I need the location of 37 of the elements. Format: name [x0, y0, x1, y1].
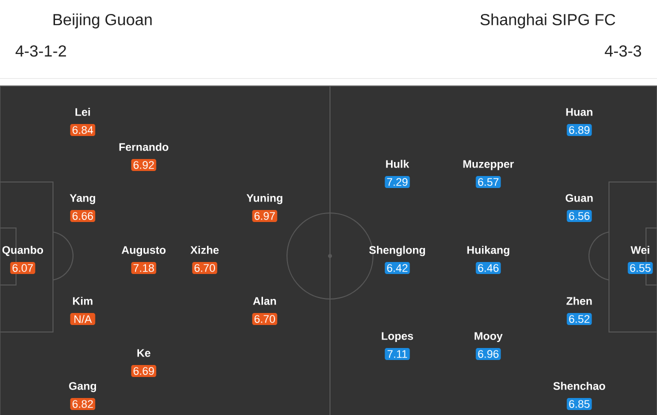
- player-name: Fernando: [119, 142, 168, 151]
- formation-label: 4-3-1-2: [16, 45, 66, 57]
- player-name: Huan: [566, 108, 592, 116]
- player-name: Hulk: [386, 160, 410, 168]
- rating-badge: 6.82: [70, 398, 96, 410]
- player-name: Quanbo: [2, 246, 44, 256]
- rating-badge: 6.84: [70, 124, 96, 136]
- formation-label: 4-3-3: [604, 45, 642, 57]
- player-name: Wei: [630, 246, 650, 254]
- rating-badge: 6.70: [192, 262, 218, 274]
- rating-badge: 6.70: [252, 312, 278, 325]
- player-name: Yuning: [246, 194, 282, 204]
- player-name: Augusto: [122, 246, 166, 256]
- player-name: Shenglong: [369, 246, 425, 256]
- team-name: Beijing Guoan: [54, 14, 152, 28]
- player-name: Zhen: [566, 296, 592, 305]
- player-name: Yang: [70, 194, 96, 204]
- player-name: Guan: [566, 194, 593, 202]
- player-name: Mooy: [474, 332, 503, 342]
- rating-badge: 7.18: [131, 262, 156, 274]
- rating-badge: 6.07: [10, 262, 36, 274]
- rating-badge: 6.69: [131, 364, 156, 377]
- player-name: Kim: [73, 296, 92, 305]
- rating-badge: 6.92: [131, 159, 156, 171]
- rating-badge: 6.97: [252, 210, 278, 222]
- player-name: Shenchao: [553, 382, 606, 390]
- player-name: Lei: [76, 108, 90, 116]
- player-name: Huikang: [467, 246, 510, 256]
- rating-badge: N/A: [70, 312, 96, 325]
- player-name: Muzepper: [463, 160, 514, 170]
- rating-badge: 6.66: [70, 210, 96, 222]
- player-name: Alan: [253, 296, 276, 305]
- player-name: Ke: [137, 349, 150, 357]
- team-name: Shanghai SIPG FC: [480, 14, 616, 28]
- player-name: Lopes: [382, 332, 414, 342]
- player-name: Gang: [69, 382, 96, 392]
- player-name: Xizhe: [190, 246, 219, 254]
